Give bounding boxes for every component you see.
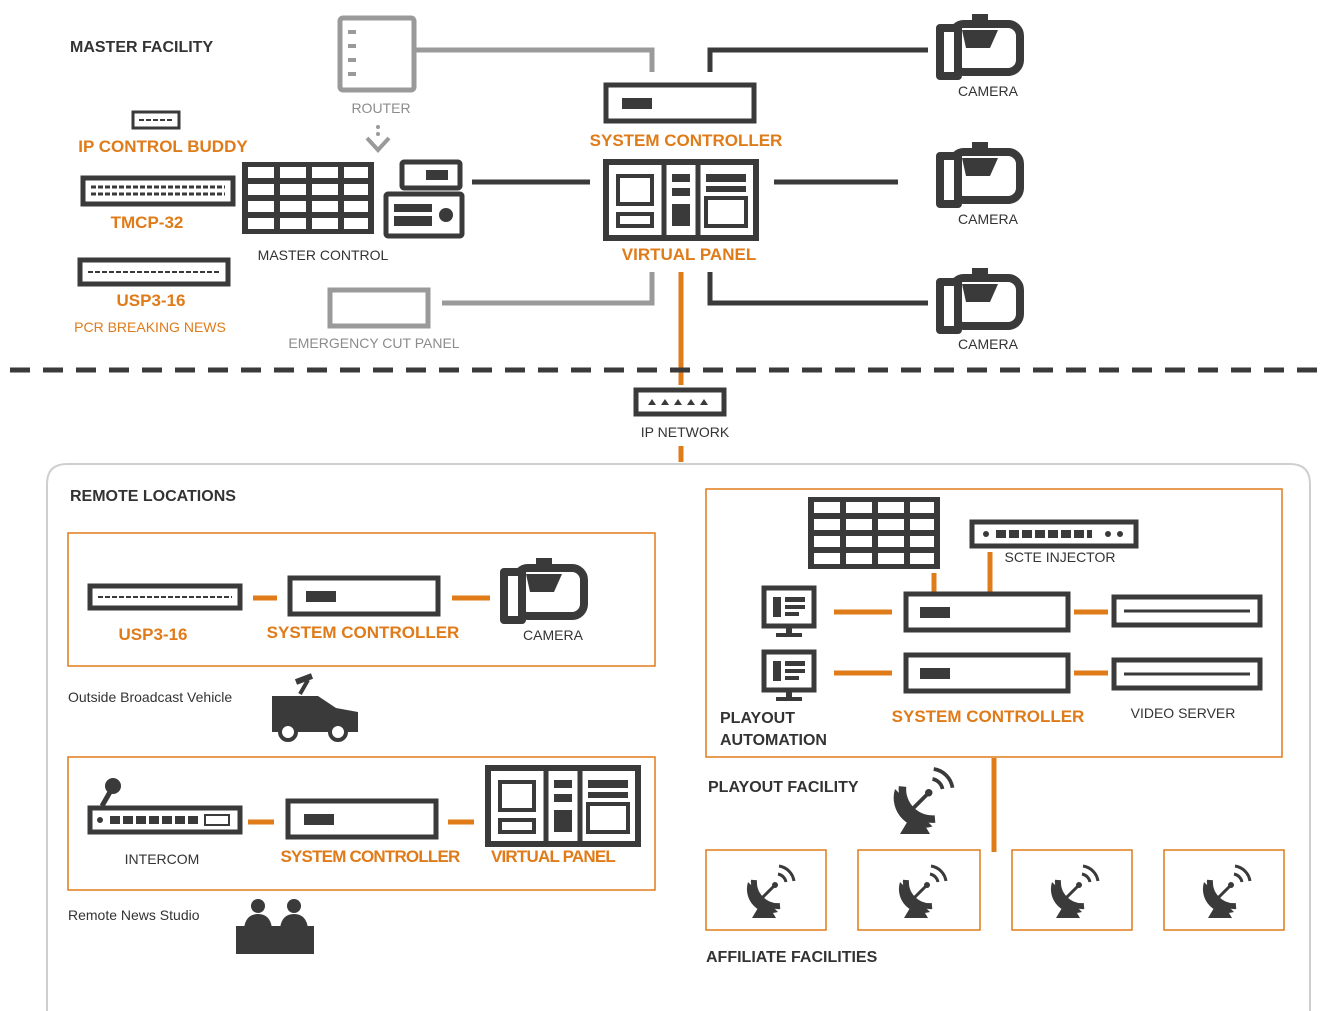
camera-icon bbox=[504, 558, 584, 620]
obv-system-controller-label: SYSTEM CONTROLLER bbox=[267, 623, 460, 642]
switch-icon bbox=[633, 387, 727, 417]
playout-system-controller-label: SYSTEM CONTROLLER bbox=[892, 707, 1085, 726]
tmcp-32-icon bbox=[80, 175, 236, 207]
studio-box bbox=[67, 756, 656, 891]
monitor-icon bbox=[764, 588, 814, 637]
obv-usp-label: USP3-16 bbox=[119, 625, 188, 644]
affiliate-box-3[interactable] bbox=[1011, 849, 1133, 931]
studio-caption: Remote News Studio bbox=[68, 907, 200, 923]
camera-3-label: CAMERA bbox=[958, 336, 1019, 352]
video-server-icon bbox=[1111, 594, 1263, 691]
satellite-dish-icon bbox=[747, 866, 794, 918]
microphone-icon bbox=[99, 778, 121, 808]
scte-injector-label: SCTE INJECTOR bbox=[1005, 549, 1116, 565]
master-system-controller-label: SYSTEM CONTROLLER bbox=[590, 131, 783, 150]
van-icon bbox=[272, 673, 358, 742]
obv-box bbox=[67, 532, 656, 667]
virtual-panel-icon bbox=[606, 162, 756, 238]
video-server-label: VIDEO SERVER bbox=[1131, 705, 1236, 721]
tmcp-32-label: TMCP-32 bbox=[111, 213, 184, 232]
virtual-panel-icon bbox=[488, 768, 638, 844]
camera-icon bbox=[940, 142, 1020, 204]
intercom-icon bbox=[87, 805, 243, 835]
playout-facility-label: PLAYOUT FACILITY bbox=[708, 779, 859, 796]
router-label: ROUTER bbox=[351, 100, 410, 116]
router-icon bbox=[337, 15, 417, 93]
emergency-cut-panel-label: EMERGENCY CUT PANEL bbox=[288, 335, 459, 351]
remote-region-border bbox=[46, 463, 1311, 1011]
grid-panel-icon bbox=[808, 497, 940, 569]
grid-panel-icon bbox=[242, 162, 374, 234]
camera-1-label: CAMERA bbox=[958, 83, 1019, 99]
usp3-16-icon bbox=[87, 583, 243, 611]
controller-icon bbox=[290, 578, 438, 614]
ip-control-buddy-label: IP CONTROL BUDDY bbox=[78, 137, 248, 156]
master-control-console-icon bbox=[383, 159, 465, 239]
playout-box bbox=[705, 488, 1283, 758]
camera-icon bbox=[940, 268, 1020, 330]
remote-locations-title: REMOTE LOCATIONS bbox=[70, 488, 236, 505]
satellite-dish-icon bbox=[894, 769, 953, 834]
playout-automation-label-2: AUTOMATION bbox=[720, 732, 827, 749]
studio-system-controller-label: SYSTEM CONTROLLER bbox=[280, 847, 460, 866]
emergency-cut-panel-icon bbox=[327, 287, 431, 329]
master-control-label: MASTER CONTROL bbox=[258, 247, 389, 263]
affiliate-box-2[interactable] bbox=[857, 849, 981, 931]
people-icon bbox=[236, 899, 314, 954]
studio-virtual-panel-label: VIRTUAL PANEL bbox=[491, 847, 615, 866]
scte-injector-icon bbox=[969, 519, 1139, 549]
controller-icon bbox=[288, 801, 436, 837]
playout-connections bbox=[834, 552, 1108, 852]
pcr-breaking-news-label: PCR BREAKING NEWS bbox=[74, 319, 226, 335]
ip-control-buddy-icon bbox=[131, 110, 181, 130]
master-virtual-panel-label: VIRTUAL PANEL bbox=[622, 245, 756, 264]
monitor-icon bbox=[764, 652, 814, 701]
playout-automation-label-1: PLAYOUT bbox=[720, 710, 795, 727]
obv-caption: Outside Broadcast Vehicle bbox=[68, 689, 232, 705]
ip-network-label: IP NETWORK bbox=[641, 424, 730, 440]
arrow-down-icon bbox=[365, 125, 391, 153]
master-facility-title: MASTER FACILITY bbox=[70, 39, 213, 56]
usp3-16-label: USP3-16 bbox=[117, 291, 186, 310]
obv-camera-label: CAMERA bbox=[523, 627, 584, 643]
satellite-dish-icon bbox=[899, 866, 946, 918]
satellite-dish-icon bbox=[1051, 866, 1098, 918]
camera-icon bbox=[940, 14, 1020, 76]
controller-icon bbox=[606, 85, 754, 121]
controller-icon bbox=[903, 591, 1071, 633]
usp3-16-icon bbox=[77, 257, 231, 287]
affiliate-box-4[interactable] bbox=[1163, 849, 1285, 931]
affiliate-facilities-label: AFFILIATE FACILITIES bbox=[706, 949, 878, 966]
controller-icon bbox=[903, 652, 1071, 694]
master-connections bbox=[416, 47, 928, 462]
satellite-dish-icon bbox=[1203, 866, 1250, 918]
intercom-label: INTERCOM bbox=[125, 851, 200, 867]
camera-2-label: CAMERA bbox=[958, 211, 1019, 227]
affiliate-box-1[interactable] bbox=[705, 849, 827, 931]
